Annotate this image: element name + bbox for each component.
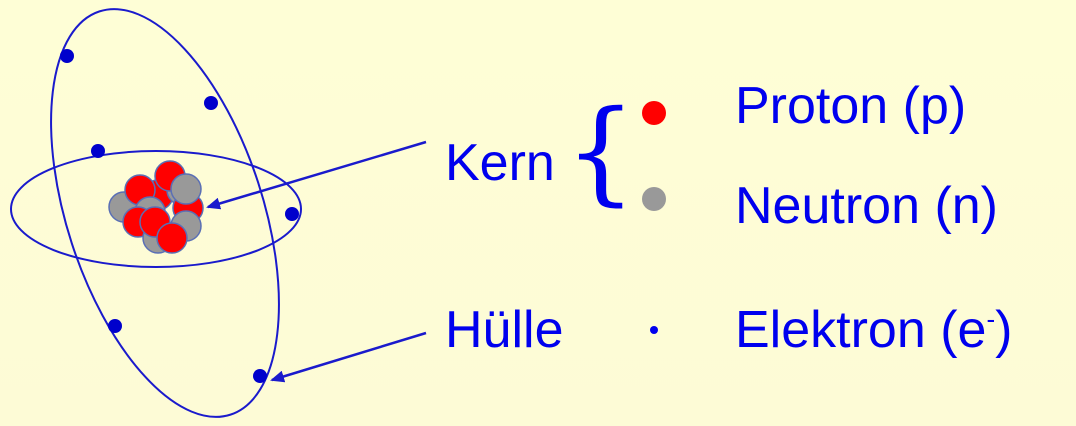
red-dot-icon bbox=[642, 101, 666, 125]
proton-sphere bbox=[156, 222, 188, 254]
electrons bbox=[60, 49, 299, 383]
huelle-arrow bbox=[270, 331, 427, 383]
electron-dot bbox=[285, 207, 299, 221]
elektron-label: Elektron (e-) bbox=[735, 301, 1013, 359]
kern-arrow bbox=[206, 140, 427, 210]
neutron-label: Neutron (n) bbox=[735, 177, 998, 235]
huelle-label: Hülle bbox=[445, 301, 564, 359]
vertical-orbit bbox=[50, 8, 280, 418]
electron-dot bbox=[108, 319, 122, 333]
proton-label: Proton (p) bbox=[735, 77, 967, 135]
electron-dot bbox=[91, 144, 105, 158]
electron-dot bbox=[253, 369, 267, 383]
kern-label: Kern bbox=[445, 134, 555, 192]
neutron-sphere bbox=[170, 173, 202, 205]
electron-dot bbox=[204, 96, 218, 110]
nucleus bbox=[108, 160, 204, 254]
electron-dot bbox=[60, 49, 74, 63]
elektron-superscript: - bbox=[986, 304, 996, 334]
horizontal-orbit bbox=[10, 150, 302, 268]
kern-brace: { bbox=[565, 87, 637, 217]
small-blue-dot-icon bbox=[650, 326, 658, 334]
gray-dot-icon bbox=[642, 187, 666, 211]
